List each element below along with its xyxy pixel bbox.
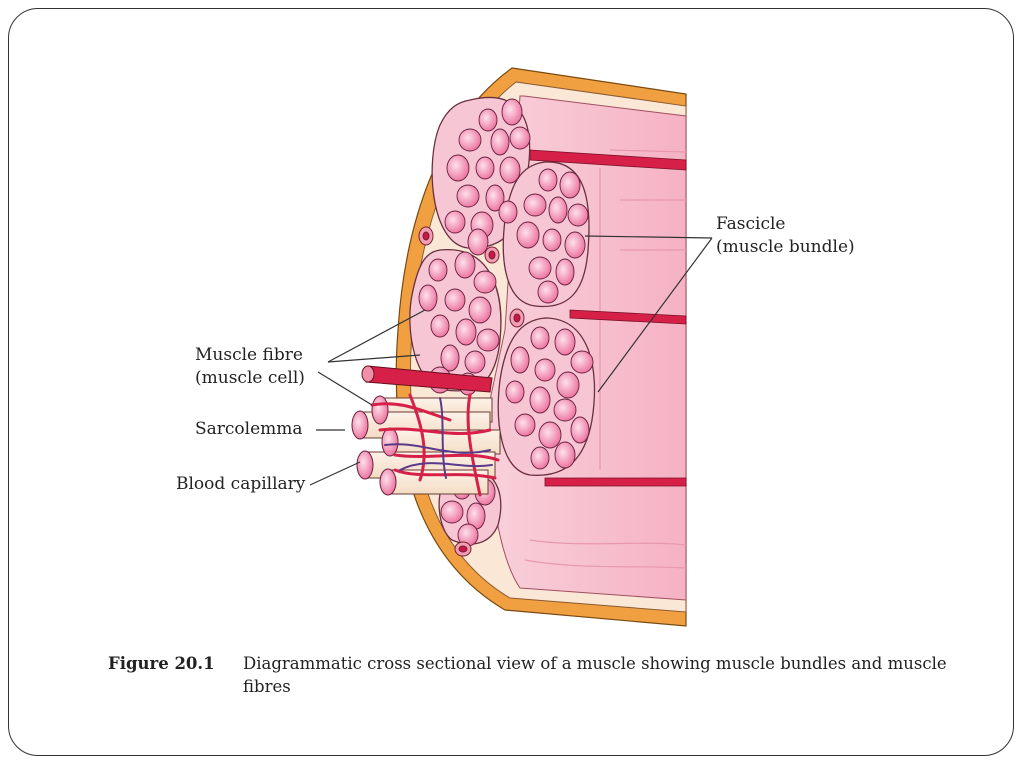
muscle-fibre-cell	[464, 350, 486, 374]
muscle-fibre-cell	[478, 108, 498, 132]
muscle-fibre-cell	[418, 284, 438, 312]
muscle-fibre-cell	[514, 413, 536, 437]
muscle-fibre-cell	[468, 296, 492, 324]
muscle-fibre-cell	[510, 346, 530, 374]
muscle-fibre-cell	[538, 421, 562, 449]
muscle-fibre-cell	[509, 126, 531, 150]
muscle-fibre-cell	[473, 270, 497, 294]
label-blood-capillary: Blood capillary	[176, 474, 306, 494]
muscle-fibre-cell	[475, 156, 495, 180]
muscle-fibre-cell	[458, 128, 482, 152]
muscle-fibre-cell	[570, 350, 594, 374]
muscle-fibre-cell	[444, 288, 466, 312]
muscle-fibre-cell	[440, 344, 460, 372]
muscle-fibre-cell	[548, 196, 568, 224]
muscle-fibre-cell	[523, 193, 547, 217]
muscle-fibre-cell	[538, 168, 558, 192]
figure-number: Figure 20.1	[108, 654, 215, 673]
label-muscle-fibre-sub: (muscle cell)	[195, 368, 305, 388]
muscle-fibre-cell	[501, 98, 523, 126]
muscle-fibre-cell	[444, 210, 466, 234]
muscle-fibre-cell	[530, 326, 550, 350]
muscle-fibre-cell	[537, 280, 559, 304]
muscle-fibre-cell	[428, 258, 448, 282]
muscle-fibre-cell	[456, 184, 480, 208]
muscle-fibre-cell	[440, 500, 464, 524]
muscle-fibre-cell	[554, 328, 576, 356]
muscle-fibre-cell	[476, 328, 500, 352]
muscle-fibre-cell	[528, 256, 552, 280]
muscle-fibre-cell	[454, 251, 476, 279]
muscle-fibre-cell	[553, 398, 577, 422]
leader-lines	[309, 235, 713, 486]
label-muscle-fibre: Muscle fibre	[195, 345, 303, 365]
muscle-fibre-cell	[570, 416, 590, 444]
label-fascicle-sub: (muscle bundle)	[716, 237, 855, 257]
main-blood-vessel	[361, 365, 493, 393]
muscle-fibre-cell	[467, 228, 489, 256]
label-fascicle: Fascicle	[716, 214, 786, 234]
longitudinal-vessels	[529, 149, 687, 487]
muscle-fibre-cell	[516, 221, 540, 249]
muscle-fibre-cell	[564, 231, 586, 259]
muscle-fibre-cell	[490, 128, 510, 156]
muscle-fibre-cell	[559, 171, 581, 199]
perimysium-vessels	[418, 226, 525, 557]
muscle-fibre-cell	[498, 200, 518, 224]
label-sarcolemma: Sarcolemma	[195, 419, 303, 439]
muscle-fibre-cell	[542, 228, 562, 252]
muscle-fibre-cell	[505, 380, 525, 404]
muscle-fibre-cell	[555, 258, 575, 286]
muscle-fibre-cell	[534, 358, 556, 382]
muscle-fibre-cell	[556, 371, 580, 399]
blood-capillaries	[370, 393, 500, 497]
muscle-fibre-cell	[554, 441, 576, 469]
muscle-fibre-cell	[530, 446, 550, 470]
muscle-fibre-cell	[430, 314, 450, 338]
muscle-fibre-cell	[567, 203, 589, 227]
figure-caption-text: Diagrammatic cross sectional view of a m…	[243, 654, 947, 696]
muscle-fibre-cell	[529, 386, 551, 414]
muscle-fibre-cell	[455, 318, 477, 346]
muscle-fibre-cell	[446, 154, 470, 182]
muscle-fibre-cell	[499, 156, 521, 184]
muscle-fibre-cell	[485, 184, 505, 212]
